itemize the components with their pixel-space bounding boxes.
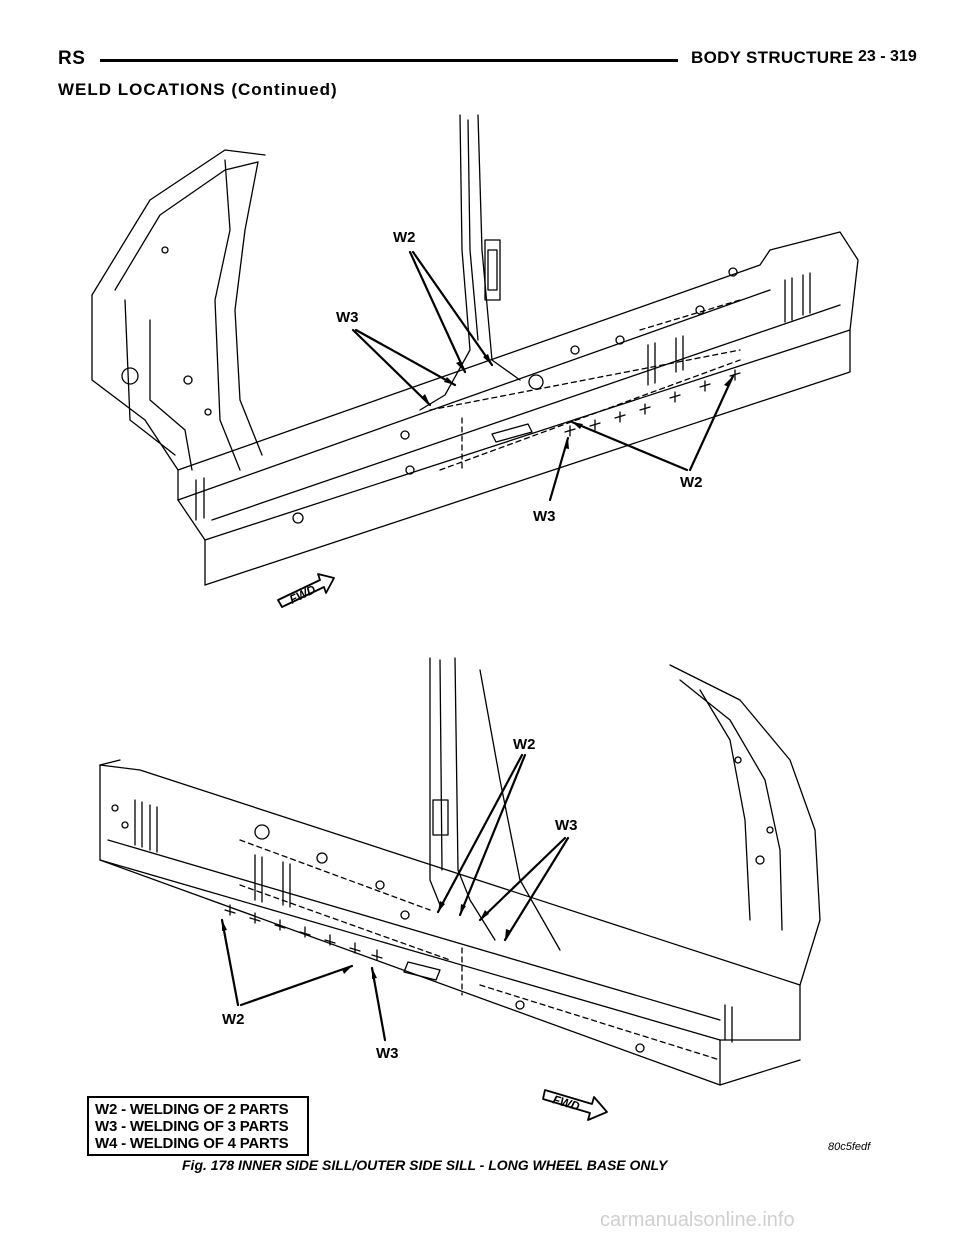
top-callout-w3-upper: W3 (336, 309, 359, 326)
top-leader-lines (351, 250, 735, 502)
figure-caption: Fig. 178 INNER SIDE SILL/OUTER SIDE SILL… (182, 1157, 668, 1173)
weld-legend: W2 - WELDING OF 2 PARTS W3 - WELDING OF … (87, 1096, 309, 1156)
top-callout-w3-lower: W3 (533, 508, 556, 525)
bottom-fwd-arrow (542, 1089, 608, 1121)
bottom-callout-w3-lower: W3 (376, 1045, 399, 1062)
top-fwd-label: FWD (287, 582, 318, 607)
bottom-leader-lines (220, 753, 570, 1042)
page-header: RS BODY STRUCTURE 23 - 319 (58, 44, 917, 74)
watermark: carmanualsonline.info (600, 1209, 795, 1231)
legend-w4: W4 - WELDING OF 4 PARTS (95, 1135, 289, 1152)
header-section-code: RS (58, 48, 86, 69)
top-sill-illustration (91, 114, 859, 586)
legend-w2: W2 - WELDING OF 2 PARTS (95, 1101, 289, 1118)
bottom-callout-w2-lower: W2 (222, 1011, 245, 1028)
bottom-callout-w2-upper: W2 (513, 736, 536, 753)
figure-code: 80c5fedf (828, 1141, 871, 1153)
header-rule (100, 59, 678, 62)
header-title: BODY STRUCTURE (691, 48, 854, 67)
top-callout-w2-upper: W2 (393, 229, 416, 246)
top-fwd-arrow (277, 573, 335, 608)
bottom-fwd-label: FWD (551, 1092, 581, 1113)
bottom-sill-illustration (99, 657, 821, 1086)
section-title: WELD LOCATIONS (Continued) (58, 80, 338, 99)
legend-w3: W3 - WELDING OF 3 PARTS (95, 1118, 289, 1135)
top-callout-w2-lower: W2 (680, 474, 703, 491)
header-page-number: 23 - 319 (858, 48, 917, 65)
bottom-callout-w3-upper: W3 (555, 817, 578, 834)
